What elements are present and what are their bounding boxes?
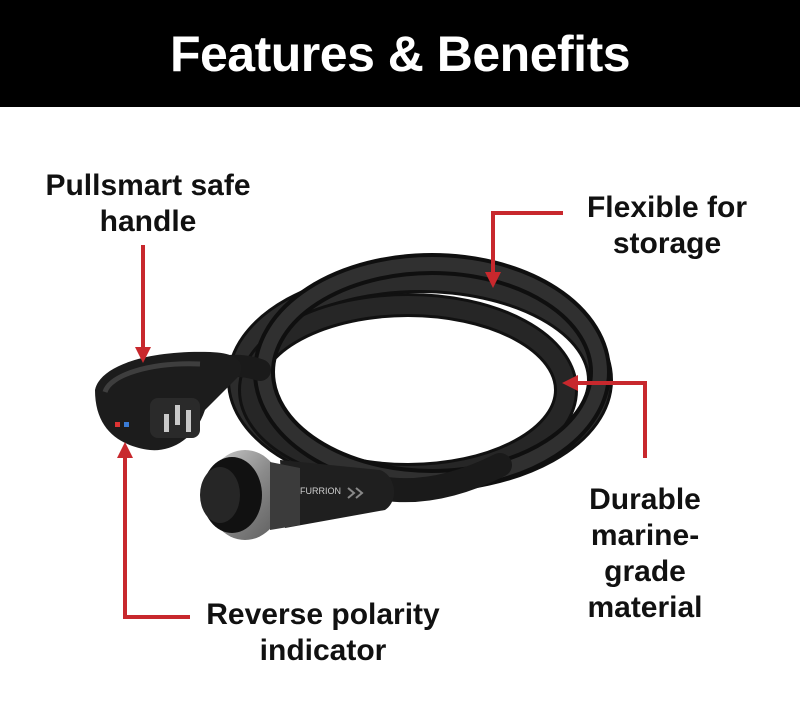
callout-arrows [117,211,647,619]
callout-reverse-polarity: Reverse polarity indicator [195,597,451,669]
callout-pullsmart-handle: Pullsmart safe handle [30,168,266,240]
brand-label: FURRION [300,486,341,496]
marine-connector: FURRION [200,450,395,540]
callout-flexible-storage: Flexible for storage [572,190,762,262]
arrow-polarity [117,442,190,619]
coiled-cable [184,253,613,503]
callout-line: marine- [590,519,700,552]
callout-line: indicator [259,634,387,667]
arrow-storage [485,211,563,288]
callout-line: grade [604,555,686,588]
plug-handle [95,351,242,451]
callout-line: storage [612,227,722,260]
callout-line: handle [99,205,197,238]
arrow-material [562,375,647,458]
callout-durable-material: Durable marine- grade material [565,482,725,626]
header-banner: Features & Benefits [0,0,800,107]
callout-line: Pullsmart safe [45,169,251,202]
callout-line: Durable [589,483,701,516]
page-title: Features & Benefits [169,25,631,82]
callout-line: material [587,591,703,624]
callout-line: Flexible for [586,191,748,224]
callout-line: Reverse polarity [206,598,440,631]
